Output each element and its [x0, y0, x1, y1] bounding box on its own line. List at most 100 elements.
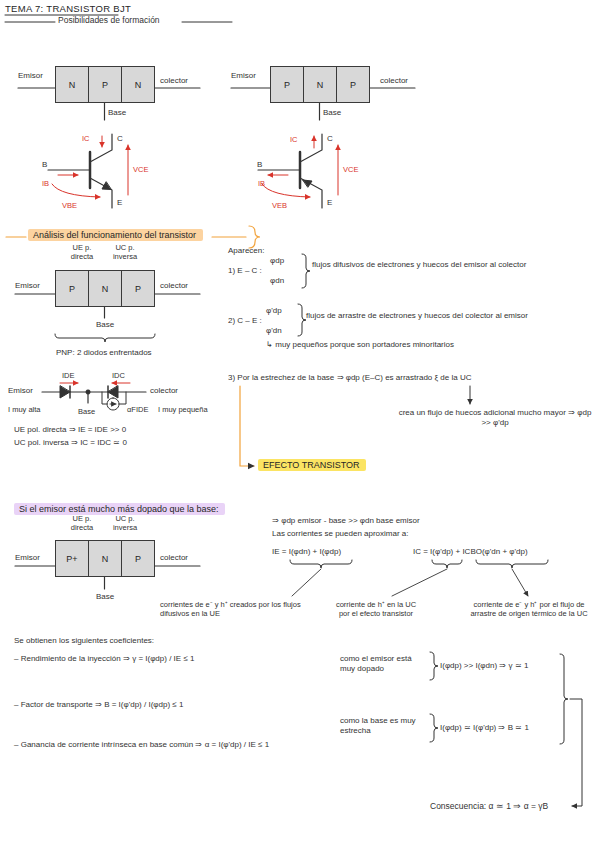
terminal-label: Emisor — [8, 386, 33, 396]
note-text: 2) C – E : — [228, 316, 262, 326]
section-rule — [6, 236, 26, 237]
terminal-label: Emisor — [231, 71, 256, 81]
note-text: flujos difusivos de electrones y huecos … — [312, 260, 562, 270]
terminal-label: colector — [160, 281, 188, 291]
current-label: IC — [290, 135, 298, 144]
node-text: P — [102, 80, 108, 90]
emitter-wire — [18, 87, 55, 88]
formula: – Rendimiento de la inyección ⇒ γ = I(φd… — [14, 654, 194, 664]
formula: Consecuencia: α ≃ 1 ⇒ α = γB — [430, 801, 548, 811]
node-text: N — [102, 554, 109, 564]
note-text: Aparecen: — [228, 246, 264, 256]
formula: UC pol. inversa ⇒ IC = IDC ≃ 0 — [14, 438, 127, 448]
brace — [430, 652, 438, 680]
semiconductor-region: P — [121, 540, 155, 577]
page-title: TEMA 7: TRANSISTOR BJT — [5, 3, 131, 14]
node-text: N — [69, 80, 76, 90]
base-wire — [104, 103, 105, 120]
current-label: IDE — [62, 371, 75, 380]
semiconductor-region: P+ — [55, 540, 89, 577]
semiconductor-region: P — [55, 270, 89, 307]
note-text: corrientes de e⁻ y h⁺ creados por los fl… — [160, 600, 310, 618]
note-text: 3) Por la estrechez de la base ⇒ φdp (E–… — [228, 373, 471, 383]
current-source-arrow — [110, 404, 116, 405]
emitter-wire — [231, 87, 270, 88]
note-text: 1) E – C : — [228, 266, 262, 276]
base-wire — [87, 392, 88, 403]
diode-bar — [69, 386, 71, 398]
note-text: I muy pequeña — [158, 405, 208, 414]
terminal-label: Base — [96, 592, 114, 602]
current-arrow — [58, 175, 78, 176]
leader-line — [292, 569, 321, 596]
collector-wire — [370, 87, 415, 88]
section-rule — [182, 22, 232, 23]
diode — [108, 386, 118, 398]
terminal-label: Base — [323, 108, 341, 118]
emitter-wire — [15, 293, 55, 294]
voltage-arrow — [128, 145, 129, 195]
note-text: Se obtienen los siguientes coeficientes: — [14, 636, 154, 646]
note-text: corriente de e⁻ y h⁺ por el flujo de arr… — [465, 600, 593, 618]
note-text: I muy alta — [8, 405, 41, 414]
node-text: P — [69, 284, 75, 294]
note-text: flujos de arrastre de electrones y hueco… — [306, 311, 591, 321]
arrow — [570, 699, 582, 806]
emitter-lead — [90, 178, 112, 208]
circuit-wire — [42, 391, 146, 392]
collector-wire — [155, 565, 200, 566]
terminal-label: Emisor — [15, 281, 40, 291]
node-text: P — [284, 80, 290, 90]
bracket — [249, 226, 260, 248]
node-text: P — [350, 80, 356, 90]
terminal-label: E — [117, 198, 122, 208]
formula: φdp — [270, 256, 284, 266]
terminal-label: Emisor — [18, 71, 43, 81]
collector-lead — [300, 134, 322, 162]
brace — [432, 560, 462, 568]
collector-wire — [155, 87, 200, 88]
base-lead — [258, 169, 300, 170]
note-text: Las corrientes se pueden aproximar a: — [272, 529, 409, 539]
formula: φdn — [270, 276, 284, 286]
section-rule — [5, 22, 55, 23]
current-label: VEB — [272, 201, 287, 210]
current-arrow — [314, 136, 315, 148]
current-label: IB — [258, 179, 265, 188]
current-arrow — [268, 175, 288, 176]
voltage-arrow — [262, 184, 310, 197]
collector-wire — [155, 293, 200, 294]
current-arrow — [102, 136, 103, 147]
formula: IE = I(φdn) + I(φdp) — [272, 547, 341, 557]
node-text: P — [135, 284, 141, 294]
base-lead — [48, 169, 90, 170]
brace — [298, 304, 306, 336]
current-label: αFIDE — [127, 405, 148, 414]
terminal-label: Base — [78, 407, 95, 416]
semiconductor-region: N — [55, 66, 89, 103]
section-heading: Posibilidades de formación — [58, 15, 160, 25]
terminal-label: Emisor — [15, 553, 40, 563]
terminal-label: colector — [160, 553, 188, 563]
terminal-label: C — [327, 134, 333, 144]
node-text: Análisis del funcionamiento del transist… — [33, 230, 198, 240]
highlight-band: Análisis del funcionamiento del transist… — [28, 229, 203, 241]
formula: φ'dp — [266, 306, 282, 316]
base-wire — [319, 103, 320, 120]
diode — [60, 386, 70, 398]
note-text: ↳ muy pequeños porque son portadores min… — [266, 340, 454, 350]
terminal-label: E — [327, 198, 332, 208]
terminal-label: B — [257, 160, 262, 170]
region-label: UE p. directa — [62, 514, 102, 532]
node-text: Si el emisor está mucho más dopado que l… — [19, 504, 220, 514]
formula: I(φdp) ≃ I(φ'dp) ⇒ B ≃ 1 — [440, 723, 529, 733]
semiconductor-region: N — [88, 540, 122, 577]
section-rule — [212, 236, 246, 237]
semiconductor-region: P — [270, 66, 304, 103]
terminal-label: Base — [96, 320, 114, 330]
note-text: PNP: 2 diodos enfrentados — [56, 348, 152, 358]
highlight-band: Si el emisor está mucho más dopado que l… — [14, 503, 225, 515]
brace — [430, 714, 438, 742]
